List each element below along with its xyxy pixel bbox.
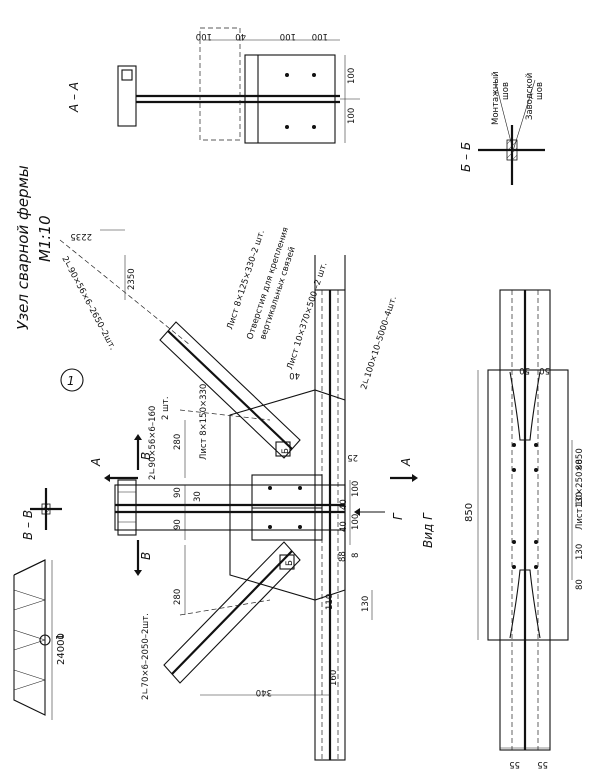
note-sheet-10x370x500: Лист 10×370×500 –2 шт. — [285, 261, 329, 371]
dim-8: 8 — [351, 553, 361, 558]
dim-g-80a: 80 — [575, 459, 585, 470]
dim-g-850: 850 — [464, 503, 475, 522]
section-marker-v-bottom — [134, 540, 142, 576]
dim-40b: 40 — [339, 521, 349, 532]
mark-b-lower: Б — [285, 560, 295, 566]
drawing-scale: М1:10 — [36, 215, 54, 262]
dim-g-50b: 50 — [539, 365, 550, 375]
section-marker-a-right-label: А — [399, 458, 413, 467]
section-vv-label: В – В — [21, 510, 35, 540]
view-g — [477, 289, 573, 751]
dim-g-55a: 55 — [509, 759, 520, 769]
dim-g-130a: 130 — [575, 492, 585, 508]
dim-2235: 2235 — [70, 231, 92, 241]
dim-g-55b: 55 — [537, 759, 548, 769]
note-mount-weld: Монтажный — [491, 71, 501, 125]
dim-g-50a: 50 — [519, 365, 530, 375]
dim-160: 160 — [329, 670, 339, 686]
section-marker-v-bottom-label: В — [139, 552, 153, 560]
dim-g-130b: 130 — [575, 544, 585, 560]
truss-span: 24000 — [56, 633, 67, 665]
section-marker-a-right — [390, 474, 418, 482]
section-marker-v-top — [134, 434, 142, 470]
section-vv-cross — [30, 488, 62, 530]
dim-aa-100e: 100 — [347, 108, 357, 124]
note-angle-90x56-qty: 2 шт. — [161, 396, 171, 420]
dim-280-bot: 280 — [173, 589, 183, 605]
section-marker-a-left — [104, 474, 138, 482]
note-angle-70x6: 2∟70×6–2050–2шт. — [141, 613, 151, 700]
view-g-label: Вид Г — [421, 512, 435, 548]
note-factory-weld: Заводской — [525, 73, 535, 120]
section-aa — [117, 27, 360, 144]
dim-g-80b: 80 — [575, 579, 585, 590]
note-sheet-8x150x330: Лист 8×150×330 — [199, 384, 209, 460]
dim-110: 110 — [325, 594, 335, 610]
note-mount-weld-2: шов — [501, 82, 511, 100]
section-marker-a-left-label: А — [89, 458, 103, 467]
section-aa-label: А – А — [67, 82, 81, 113]
truss-schematic: 1 24000 — [13, 559, 67, 720]
dim-30: 30 — [193, 491, 203, 502]
dim-aa-40: 40 — [235, 31, 246, 41]
dim-90a: 90 — [173, 487, 183, 498]
node-number: 1 — [67, 374, 75, 388]
note-angle-100x10: 2∟100×10–5000–4шт. — [359, 295, 399, 391]
note-angle-90x56: 2∟90×56×6–160 — [148, 406, 158, 480]
section-bb-cross — [478, 79, 545, 185]
drawing-title: Узел сварной фермы — [14, 165, 32, 330]
dim-100b: 100 — [351, 514, 361, 530]
dim-340: 340 — [256, 687, 272, 697]
dim-100a: 100 — [351, 481, 361, 497]
dim-2350: 2350 — [127, 268, 137, 290]
dim-aa-100a: 100 — [196, 31, 212, 41]
dim-40a: 40 — [339, 499, 349, 510]
mark-b-upper: Б — [281, 448, 291, 454]
dim-aa-100c: 100 — [312, 31, 328, 41]
dim-aa-100b: 100 — [280, 31, 296, 41]
dim-130: 130 — [361, 596, 371, 612]
main-node — [114, 255, 346, 761]
dim-aa-100d: 100 — [347, 68, 357, 84]
section-bb-label: Б – Б — [459, 142, 473, 172]
note-sheet-10x250x850: Лист 10×250×850 — [575, 448, 585, 530]
dim-280-top: 280 — [173, 434, 183, 450]
section-marker-v-top-label: В — [139, 452, 153, 460]
view-g-marker-label: Г — [391, 512, 405, 520]
truss-node-label: 1 — [55, 634, 66, 640]
dim-25: 25 — [347, 452, 358, 462]
note-angle-top-diag: 2∟90×56×6–2650–2шт. — [59, 255, 117, 352]
note-factory-weld-2: шов — [535, 82, 545, 100]
dim-88: 88 — [338, 551, 348, 562]
node-number-circle: 1 — [60, 368, 84, 392]
view-g-arrow — [354, 508, 385, 516]
dim-40c: 40 — [289, 370, 300, 380]
dim-90b: 90 — [173, 519, 183, 530]
